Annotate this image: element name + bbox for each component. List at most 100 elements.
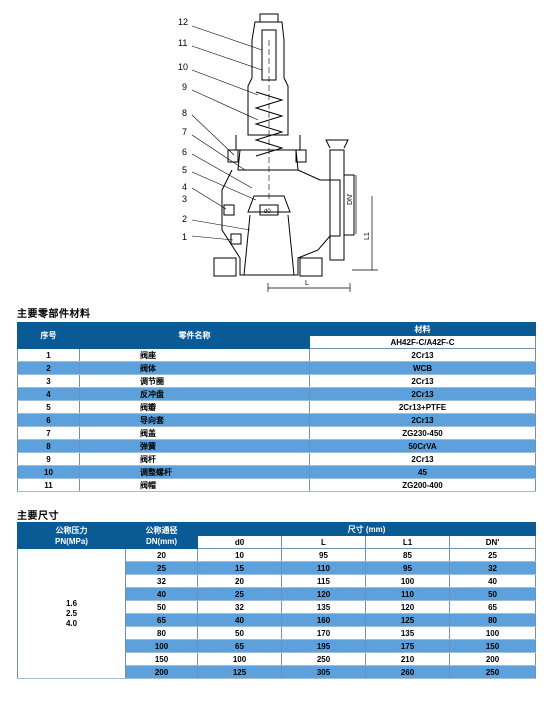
row-part-name: 调整螺杆 <box>79 465 310 479</box>
row-part-name: 阀帽 <box>79 478 310 492</box>
cell-l: 135 <box>281 600 366 614</box>
cell-dnp: 32 <box>448 561 537 575</box>
pn-value: 1.6 <box>65 598 78 608</box>
row-part-name: 阀盖 <box>79 426 310 440</box>
row-material: 2Cr13 <box>309 374 536 388</box>
row-no: 3 <box>17 374 80 388</box>
header-material: 材料 <box>309 322 536 336</box>
cell-l: 160 <box>281 613 366 627</box>
dim-dn-prime: DN' <box>347 194 354 205</box>
materials-section-title: 主要零部件材料 <box>17 309 91 320</box>
row-no: 4 <box>17 387 80 401</box>
row-no: 11 <box>17 478 80 492</box>
header-no: 序号 <box>17 322 80 349</box>
header-size: 尺寸 (mm) <box>196 522 537 536</box>
row-material: 2Cr13 <box>309 387 536 401</box>
svg-text:d0: d0 <box>264 209 271 215</box>
row-material: 2Cr13 <box>309 348 536 362</box>
cell-dnp: 65 <box>448 600 537 614</box>
cell-l1: 95 <box>365 561 450 575</box>
row-no: 1 <box>17 348 80 362</box>
row-no: 5 <box>17 400 80 414</box>
dim-l1: L1 <box>364 232 371 240</box>
cell-l: 250 <box>281 652 366 666</box>
cell-dn: 100 <box>125 639 198 653</box>
cell-dnp: 250 <box>448 665 537 679</box>
row-material: 2Cr13 <box>309 413 536 427</box>
cell-dn: 20 <box>125 548 198 562</box>
pn-value: 4.0 <box>65 618 78 628</box>
cell-l1: 110 <box>365 587 450 601</box>
row-material: 2Cr13 <box>309 452 536 466</box>
callout-4: 4 <box>182 182 187 192</box>
callout-7: 7 <box>182 127 187 137</box>
row-part-name: 导向套 <box>79 413 310 427</box>
header-dn-prime: DN' <box>448 535 537 549</box>
row-part-name: 阀座 <box>79 348 310 362</box>
cell-dnp: 200 <box>448 652 537 666</box>
cell-l1: 175 <box>365 639 450 653</box>
callout-11: 11 <box>178 38 187 48</box>
callout-9: 9 <box>182 82 187 92</box>
cell-d0: 40 <box>197 613 282 627</box>
row-no: 9 <box>17 452 80 466</box>
cell-dnp: 100 <box>448 626 537 640</box>
cell-dnp: 80 <box>448 613 537 627</box>
cell-d0: 15 <box>197 561 282 575</box>
cell-dn: 200 <box>125 665 198 679</box>
header-part-name: 零件名称 <box>79 322 310 349</box>
dimensions-section-title: 主要尺寸 <box>17 511 59 522</box>
cell-d0: 125 <box>197 665 282 679</box>
cell-l: 120 <box>281 587 366 601</box>
callout-3: 3 <box>182 194 187 204</box>
cell-l1: 260 <box>365 665 450 679</box>
header-l: L <box>281 535 366 549</box>
cell-dnp: 50 <box>448 587 537 601</box>
cell-l1: 135 <box>365 626 450 640</box>
cell-dnp: 150 <box>448 639 537 653</box>
cell-dn: 40 <box>125 587 198 601</box>
cell-dn: 25 <box>125 561 198 575</box>
callout-1: 1 <box>182 232 187 242</box>
cell-dn: 150 <box>125 652 198 666</box>
callout-5: 5 <box>182 165 187 175</box>
row-no: 6 <box>17 413 80 427</box>
row-part-name: 调节圈 <box>79 374 310 388</box>
callout-12: 12 <box>178 17 188 27</box>
callout-10: 10 <box>178 62 188 72</box>
row-no: 7 <box>17 426 80 440</box>
callout-6: 6 <box>182 147 187 157</box>
cell-l1: 210 <box>365 652 450 666</box>
row-material: ZG230-450 <box>309 426 536 440</box>
cell-l1: 125 <box>365 613 450 627</box>
cell-d0: 25 <box>197 587 282 601</box>
pn-value: 2.5 <box>65 608 78 618</box>
cell-dnp: 40 <box>448 574 537 588</box>
cell-dn: 50 <box>125 600 198 614</box>
row-part-name: 弹簧 <box>79 439 310 453</box>
row-part-name: 反冲盘 <box>79 387 310 401</box>
row-material: ZG200-400 <box>309 478 536 492</box>
header-d0: d0 <box>197 535 282 549</box>
row-no: 2 <box>17 361 80 375</box>
row-material: WCB <box>309 361 536 375</box>
